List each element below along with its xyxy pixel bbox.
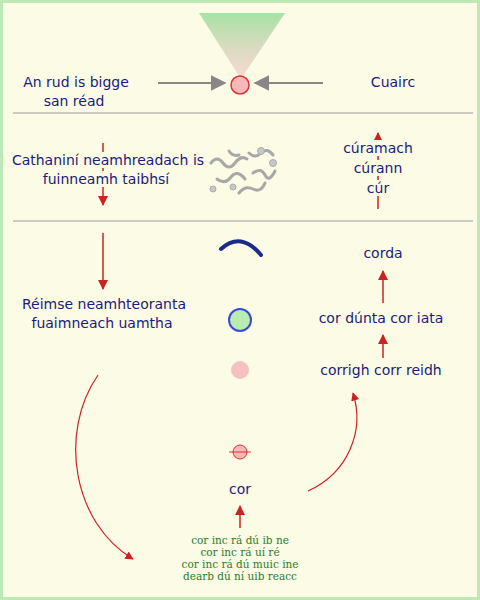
virtual-particles <box>211 150 275 193</box>
particle <box>231 76 249 94</box>
label-text: dearb dú ní uib reacc <box>140 570 340 582</box>
particle <box>231 361 249 379</box>
label-text: corrigh corr reidh <box>296 361 466 380</box>
label-text: An rud is bigge san réad <box>10 73 140 111</box>
label-text: cor inc rá dú muic ine <box>140 558 340 570</box>
label-text: Cathaniní neamhreadach is fuinneamh taib… <box>9 151 205 189</box>
label-string: corrigh corr reidh <box>318 362 443 378</box>
label-string: dearb dú ní uib reacc <box>181 570 299 582</box>
label-string: cor inc rá uí ré <box>198 546 281 558</box>
label-text: cúr <box>323 179 433 198</box>
separator <box>13 113 473 114</box>
label-string: cor <box>227 481 253 497</box>
label-string: cúramach <box>341 140 415 156</box>
label-text: Réimse neamhteoranta fuaimneach uamtha <box>13 295 193 333</box>
label-text: cúramach <box>323 139 433 158</box>
flow-arrow <box>382 335 384 358</box>
label-text: corda <box>328 244 438 263</box>
virtual-dots <box>210 148 277 193</box>
separator <box>13 221 473 222</box>
label-string: An rud is bigge san réad <box>21 74 129 109</box>
label-string: cor dúnta cor iata <box>317 310 446 326</box>
label-text: cor inc rá uí ré <box>140 546 340 558</box>
light-cone <box>199 13 285 79</box>
label-string: cor inc rá dú muic ine <box>180 558 301 570</box>
label-text: cor dúnta cor iata <box>296 309 466 328</box>
label-text: cor <box>200 480 280 499</box>
label-string: Cathaniní neamhreadach is fuinneamh taib… <box>10 152 204 187</box>
flow-arrow <box>239 506 241 528</box>
closed-string <box>229 309 251 331</box>
string-arc <box>221 241 261 255</box>
label-string: cúrann <box>352 160 405 176</box>
flow-arrow <box>382 271 384 303</box>
flow-curve <box>76 375 133 559</box>
label-string: cúr <box>365 180 391 196</box>
label-string: Cuairc <box>369 74 417 90</box>
label-string: corda <box>361 245 404 261</box>
axis-line <box>229 452 251 453</box>
label-string: Réimse neamhteoranta fuaimneach uamtha <box>20 296 186 331</box>
force-arrow <box>158 82 225 84</box>
label-string: cor inc rá dú ib ne <box>189 534 291 546</box>
label-text: cor inc rá dú ib ne <box>140 534 340 546</box>
flow-curve <box>308 393 357 491</box>
force-arrow <box>255 82 323 84</box>
flow-arrow <box>102 233 104 289</box>
label-text: cúrann <box>323 159 433 178</box>
label-text: Cuairc <box>338 73 448 92</box>
